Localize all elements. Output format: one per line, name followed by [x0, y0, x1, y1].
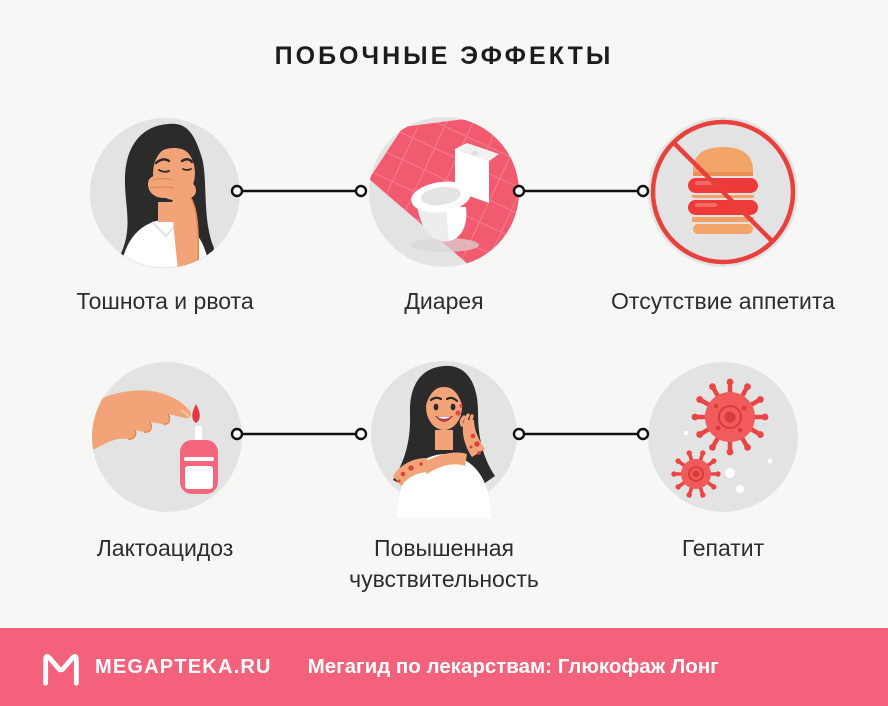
- side-effect-label-sensitivity: Повышенная чувствительность: [349, 535, 539, 592]
- page-title: ПОБОЧНЫЕ ЭФФЕКТЫ: [274, 42, 614, 70]
- hepatitis-virus-icon: [648, 362, 798, 512]
- skin-rash-woman-icon: [369, 360, 519, 518]
- side-effect-label-no-appetite: Отсутствие аппетита: [611, 288, 835, 314]
- toilet-icon: [369, 117, 519, 267]
- megapteka-logo-icon: [43, 654, 79, 686]
- connector-line: [512, 184, 650, 198]
- connector-line: [512, 427, 650, 441]
- footer-bar: MEGAPTEKA.RU Мегагид по лекарствам: Глюк…: [0, 628, 888, 706]
- connector-line: [230, 427, 368, 441]
- side-effect-label-diarrhea: Диарея: [404, 288, 484, 314]
- side-effect-label-hepatitis: Гепатит: [681, 535, 765, 561]
- side-effect-label-nausea: Тошнота и рвота: [76, 288, 254, 314]
- connector-line: [230, 184, 368, 198]
- footer-tagline: Мегагид по лекарствам: Глюкофаж Лонг: [307, 655, 719, 678]
- no-appetite-burger-icon: [648, 117, 798, 267]
- side-effect-label-lactic-acidosis: Лактоацидоз: [96, 535, 234, 561]
- brand-name: MEGAPTEKA.RU: [95, 655, 272, 678]
- blood-glucose-meter-icon: [92, 362, 242, 512]
- nausea-woman-icon: [90, 118, 240, 268]
